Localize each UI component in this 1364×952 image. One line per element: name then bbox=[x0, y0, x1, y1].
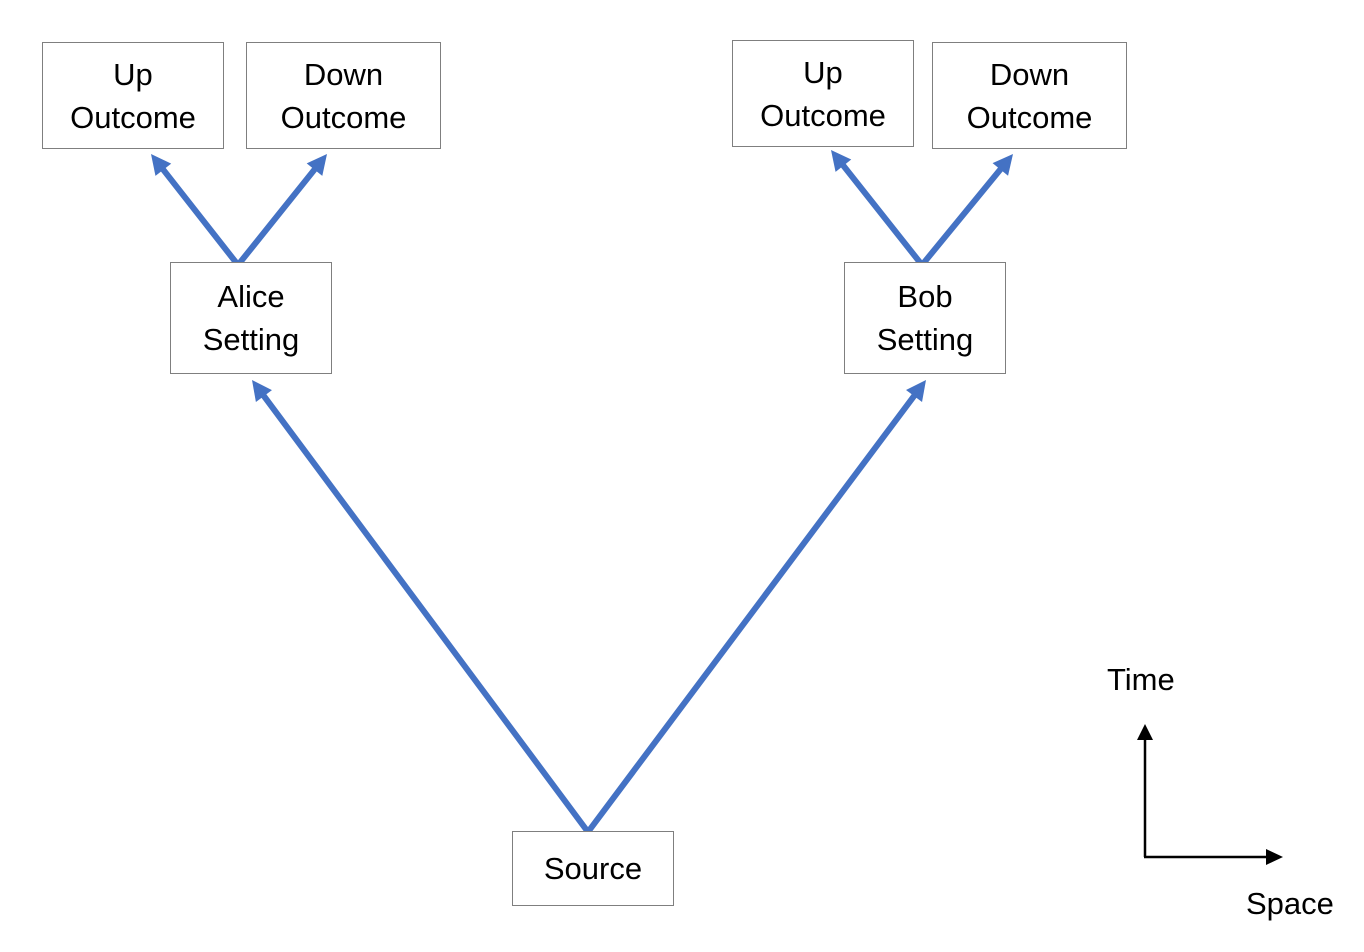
alice-setting-to-alice-down-arrowhead bbox=[306, 154, 327, 176]
source-box: Source bbox=[512, 831, 674, 906]
bob-down-outcome-line2: Outcome bbox=[966, 99, 1093, 135]
bob-up-outcome-line2: Outcome bbox=[760, 97, 886, 133]
bob-setting-to-bob-down-arrow-line bbox=[919, 164, 1005, 268]
alice-up-outcome-line1: Up bbox=[113, 56, 153, 92]
source-to-alice-setting-arrowhead bbox=[252, 380, 272, 403]
bob-down-outcome-box: Down Outcome bbox=[932, 42, 1127, 149]
time-axis-label: Time bbox=[1107, 662, 1175, 697]
bob-setting-to-bob-up-arrow-line bbox=[839, 161, 925, 268]
bob-setting-line2: Setting bbox=[876, 322, 974, 357]
alice-setting-to-alice-down-arrow bbox=[235, 154, 327, 268]
alice-setting-to-alice-up-arrow bbox=[151, 154, 241, 268]
alice-setting-to-alice-up-arrow-line bbox=[159, 165, 241, 268]
bob-up-outcome-box: Up Outcome bbox=[732, 40, 914, 147]
alice-up-outcome-box: Up Outcome bbox=[42, 42, 224, 149]
bob-setting-to-bob-up-arrowhead bbox=[831, 150, 852, 172]
bob-setting-to-bob-down-arrowhead bbox=[992, 154, 1013, 176]
alice-setting-to-alice-up-arrowhead bbox=[151, 154, 172, 176]
alice-setting-box: Alice Setting bbox=[170, 262, 332, 374]
source-to-bob-setting-arrow bbox=[585, 380, 926, 835]
bob-down-outcome-line1: Down bbox=[989, 56, 1070, 92]
time-axis-arrowhead bbox=[1137, 724, 1153, 740]
source-to-alice-setting-arrow bbox=[252, 380, 591, 835]
source-label: Source bbox=[543, 851, 643, 886]
alice-down-outcome-line2: Outcome bbox=[280, 99, 407, 135]
alice-down-outcome-line1: Down bbox=[303, 56, 384, 92]
alice-setting-line2: Setting bbox=[202, 322, 300, 357]
alice-down-outcome-box: Down Outcome bbox=[246, 42, 441, 149]
source-to-bob-setting-arrow-line bbox=[585, 391, 919, 835]
bob-setting-box: Bob Setting bbox=[844, 262, 1006, 374]
bob-up-outcome-line1: Up bbox=[803, 54, 843, 90]
bob-setting-to-bob-down-arrow bbox=[919, 154, 1013, 268]
bob-setting-to-bob-up-arrow bbox=[831, 150, 925, 268]
alice-up-outcome-line2: Outcome bbox=[70, 99, 196, 135]
alice-setting-line1: Alice bbox=[217, 279, 285, 314]
space-axis-arrowhead bbox=[1266, 849, 1283, 865]
source-to-alice-setting-arrow-line bbox=[259, 391, 591, 835]
alice-setting-to-alice-down-arrow-line bbox=[235, 165, 319, 268]
space-axis-label: Space bbox=[1246, 886, 1334, 921]
edges-layer bbox=[151, 150, 1013, 835]
bob-setting-line1: Bob bbox=[897, 279, 953, 314]
axes-indicator bbox=[1137, 724, 1283, 865]
source-to-bob-setting-arrowhead bbox=[906, 380, 926, 403]
